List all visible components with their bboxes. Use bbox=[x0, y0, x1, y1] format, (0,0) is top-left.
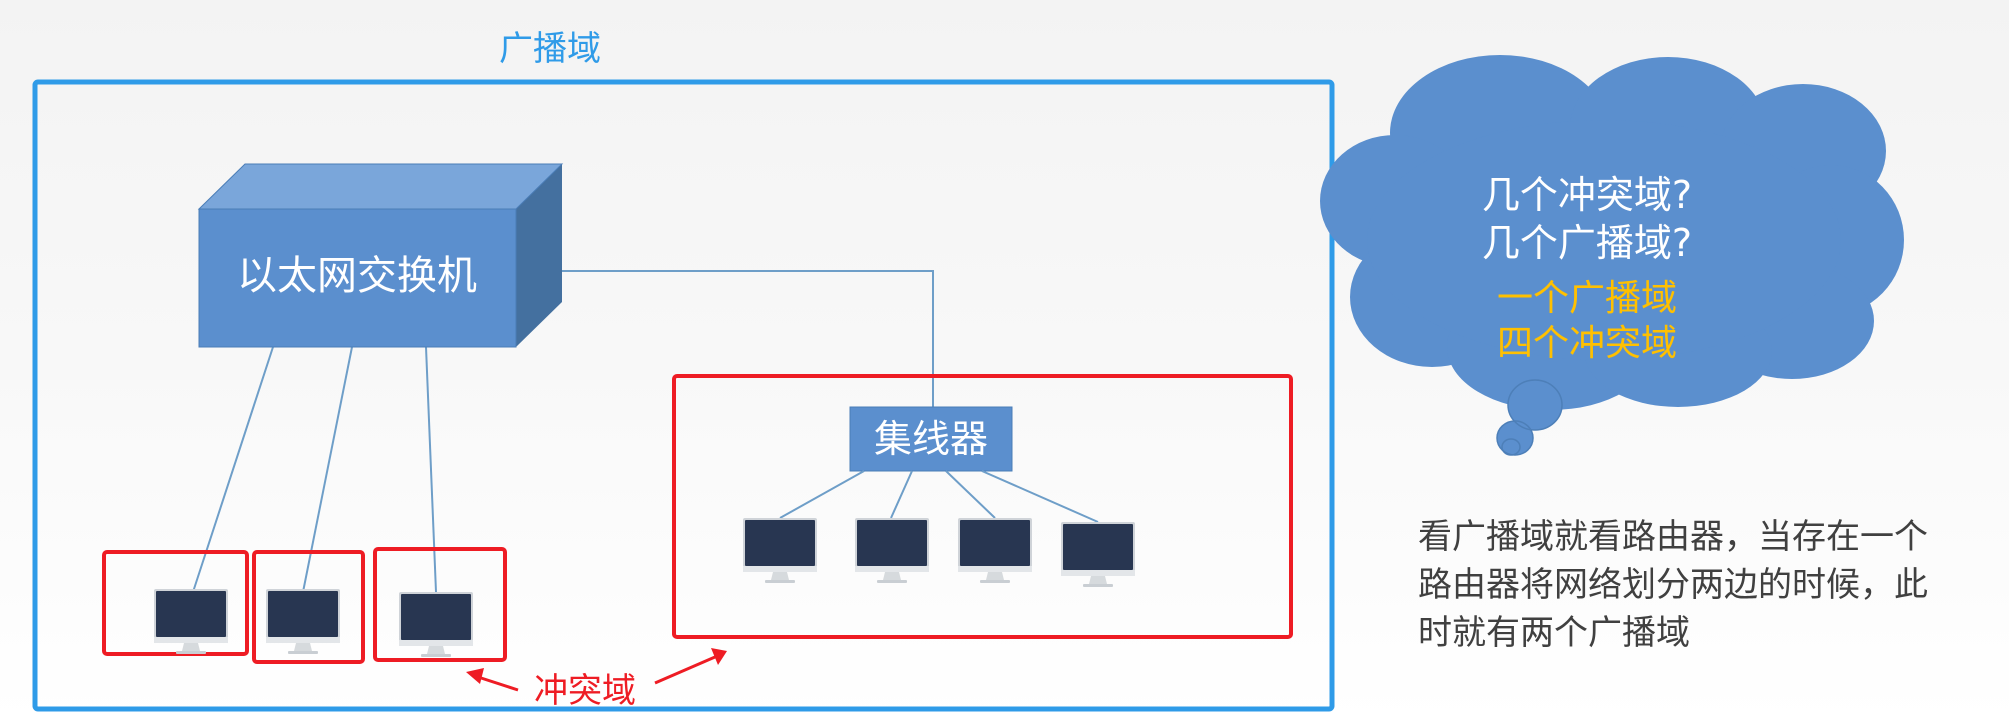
note-line-2: 路由器将网络划分两边的时候，此 bbox=[1418, 565, 1928, 605]
computer-icon bbox=[958, 518, 1032, 583]
collision-box-pc3 bbox=[373, 547, 507, 662]
thought-cloud: 几个冲突域? 几个广播域? 一个广播域 四个冲突域 bbox=[1320, 55, 1904, 456]
note-line-3: 时就有两个广播域 bbox=[1418, 613, 1690, 653]
collision-box-pc1 bbox=[102, 550, 249, 656]
link-switch-hub bbox=[560, 270, 934, 407]
ethernet-switch: 以太网交换机 bbox=[197, 163, 564, 348]
cloud-question-2: 几个广播域? bbox=[1482, 221, 1692, 265]
broadcast-domain-box bbox=[32, 79, 1335, 712]
arrow-right-icon bbox=[654, 648, 727, 685]
computer-icon bbox=[1061, 522, 1135, 587]
computer-icon bbox=[266, 589, 340, 654]
collision-domain-label: 冲突域 bbox=[534, 671, 636, 711]
hub: 集线器 bbox=[849, 406, 1013, 472]
link-hub-pc7 bbox=[981, 470, 1099, 523]
switch-label: 以太网交换机 bbox=[237, 253, 477, 299]
link-hub-pc6 bbox=[945, 470, 996, 519]
explanation-note: 看广播域就看路由器，当存在一个 路由器将网络划分两边的时候，此 时就有两个广播域 bbox=[1418, 517, 1928, 653]
collision-box-pc2 bbox=[252, 550, 365, 664]
link-switch-pc1 bbox=[192, 346, 274, 593]
cloud-question-1: 几个冲突域? bbox=[1482, 173, 1692, 217]
link-switch-pc2 bbox=[302, 346, 353, 593]
collision-box-hub bbox=[672, 374, 1293, 639]
computer-icon bbox=[399, 592, 473, 657]
link-hub-pc4 bbox=[779, 470, 865, 519]
cloud-answer-1: 一个广播域 bbox=[1497, 278, 1677, 319]
note-line-1: 看广播域就看路由器，当存在一个 bbox=[1418, 517, 1928, 557]
computer-icon bbox=[743, 518, 817, 583]
hub-label: 集线器 bbox=[874, 417, 988, 461]
link-hub-pc5 bbox=[890, 470, 913, 519]
cloud-answer-2: 四个冲突域 bbox=[1497, 323, 1677, 364]
computer-icon bbox=[855, 518, 929, 583]
broadcast-domain-label: 广播域 bbox=[499, 29, 601, 69]
arrow-left-icon bbox=[466, 668, 519, 692]
computer-icon bbox=[154, 589, 228, 654]
link-switch-pc3 bbox=[425, 346, 437, 593]
